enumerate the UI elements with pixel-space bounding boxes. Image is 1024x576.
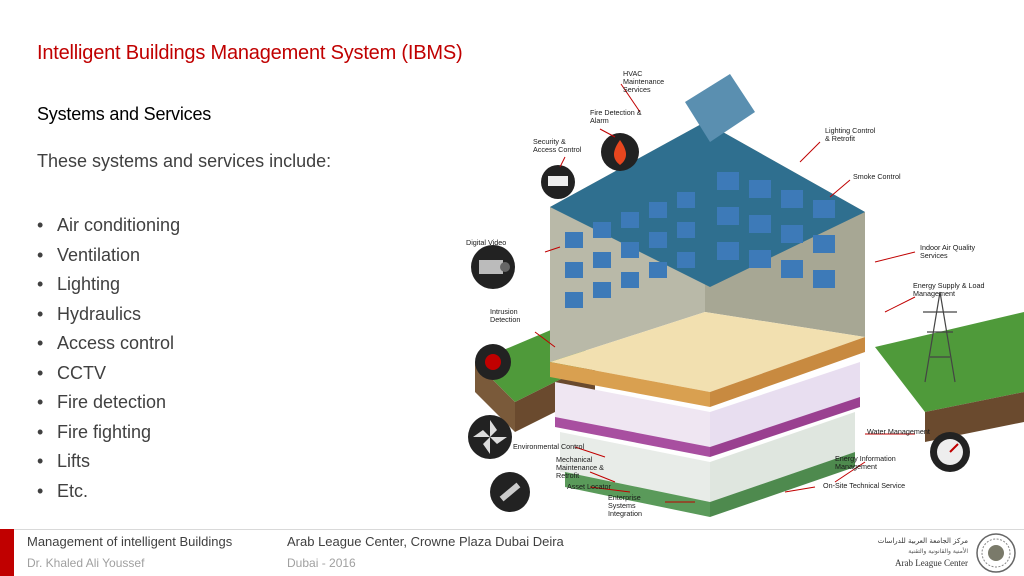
floor-purple bbox=[555, 382, 710, 452]
ground-right-soil bbox=[925, 392, 1024, 442]
gauge-icon bbox=[930, 432, 970, 472]
bullet-icon: • bbox=[37, 274, 44, 294]
bullet-icon: • bbox=[37, 333, 44, 353]
label-water: Water Management bbox=[867, 427, 930, 436]
footer-venue: Arab League Center, Crowne Plaza Dubai D… bbox=[287, 534, 564, 549]
label-lighting: Lighting Control& Retrofit bbox=[825, 126, 876, 143]
fire-icon bbox=[601, 133, 639, 171]
bullet-item: •Ventilation bbox=[37, 241, 180, 271]
pylon-icon bbox=[923, 291, 957, 383]
label-fire: Fire Detection &Alarm bbox=[590, 108, 642, 125]
video-camera-icon bbox=[471, 245, 515, 289]
bullet-icon: • bbox=[37, 451, 44, 471]
bullet-icon: • bbox=[37, 421, 44, 442]
bullet-item: •CCTV bbox=[37, 359, 180, 389]
bullet-icon: • bbox=[37, 362, 44, 383]
slide-subtitle: Systems and Services bbox=[37, 104, 212, 124]
bullet-icon: • bbox=[37, 244, 44, 265]
label-security: Security &Access Control bbox=[533, 137, 582, 154]
footer-divider bbox=[14, 529, 1024, 530]
svg-text:الأمنية والقانونية والتقنية: الأمنية والقانونية والتقنية bbox=[908, 547, 968, 555]
bullet-icon: • bbox=[37, 392, 44, 412]
bullet-icon: • bbox=[37, 480, 44, 501]
floor-orange bbox=[550, 312, 865, 392]
slide-title: Intelligent Buildings Management System … bbox=[37, 42, 463, 64]
bullet-icon: • bbox=[37, 215, 44, 235]
intro-text: These systems and services include: bbox=[37, 151, 332, 171]
callout-lines bbox=[534, 83, 916, 503]
bullet-item: •Lifts bbox=[37, 447, 180, 477]
wrench-icon bbox=[490, 472, 530, 512]
ground-right bbox=[875, 312, 1024, 412]
floor-green bbox=[560, 432, 710, 502]
svg-text:مركز الجامعة العربية للدراسات: مركز الجامعة العربية للدراسات bbox=[878, 537, 969, 545]
bullet-item: •Hydraulics bbox=[37, 300, 180, 330]
bullet-item: •Etc. bbox=[37, 477, 180, 507]
intrusion-icon bbox=[475, 344, 511, 380]
windows-left bbox=[565, 192, 695, 308]
footer-accent-bar bbox=[0, 529, 14, 576]
bullet-icon: • bbox=[37, 303, 44, 324]
label-smoke: Smoke Control bbox=[853, 172, 901, 181]
roof-tower bbox=[685, 74, 755, 142]
windows-right bbox=[717, 172, 835, 288]
bullet-item: •Fire detection bbox=[37, 388, 180, 418]
svg-text:Arab League Center: Arab League Center bbox=[895, 558, 968, 568]
bullet-item: •Access control bbox=[37, 329, 180, 359]
bullet-list: •Air conditioning •Ventilation •Lighting… bbox=[37, 211, 180, 506]
label-video: Digital Video bbox=[466, 238, 506, 247]
arab-league-center-logo: مركز الجامعة العربية للدراسات الأمنية وا… bbox=[878, 533, 1016, 573]
fan-icon bbox=[468, 415, 512, 459]
bullet-item: •Lighting bbox=[37, 270, 180, 300]
label-asset: Asset Locator bbox=[567, 482, 612, 491]
ground-left-soil bbox=[475, 362, 515, 432]
label-env: Environmental Control bbox=[513, 442, 585, 451]
footer-course: Management of intelligent Buildings bbox=[27, 534, 233, 549]
label-onsite: On-Site Technical Service bbox=[823, 481, 905, 490]
footer-place-date: Dubai - 2016 bbox=[287, 556, 356, 570]
emblem-icon bbox=[976, 533, 1016, 573]
bullet-item: •Air conditioning bbox=[37, 211, 180, 241]
footer-author: Dr. Khaled Ali Youssef bbox=[27, 556, 145, 570]
security-camera-icon bbox=[541, 165, 575, 199]
bullet-item: •Fire fighting bbox=[37, 418, 180, 448]
